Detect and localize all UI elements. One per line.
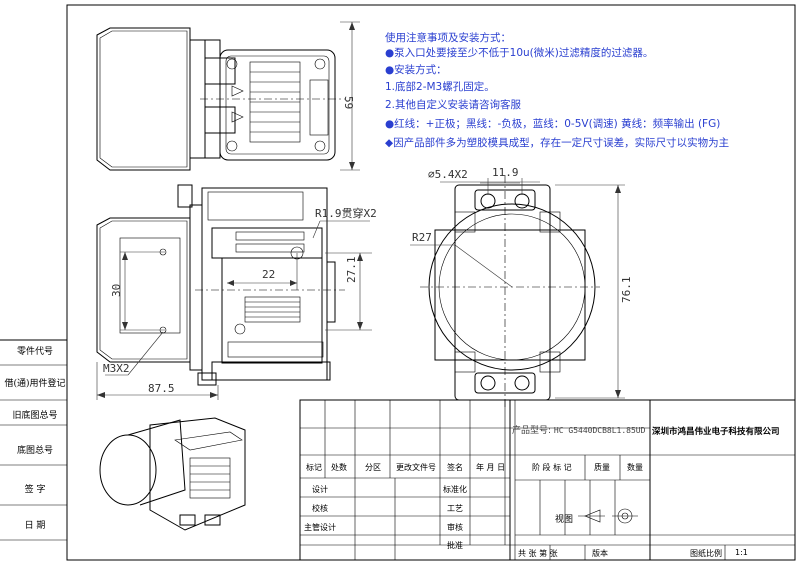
- notes-line-1: ●泵入口处要接至少不低于10u(微米)过滤精度的过滤器。: [385, 47, 654, 59]
- isometric-sketch: [99, 417, 246, 531]
- model-prefix: 产品型号: HC G5440DCB8L1.85UD: [512, 426, 646, 436]
- notes-line-2: ●安装方式：: [385, 64, 447, 76]
- version-label: 版本: [592, 549, 608, 558]
- company-name: 深圳市鸿昌伟业电子科技有限公司: [652, 427, 780, 437]
- side-label-sign: 签 字: [24, 485, 46, 495]
- col-change-doc: 更改文件号: [396, 463, 436, 472]
- dim-len-text: 87.5: [148, 382, 175, 395]
- weight-label: 质量: [594, 463, 610, 472]
- model-number: HC G5440DCB8L1.85UD: [553, 426, 646, 435]
- side-label-old-base: 旧底图总号: [12, 411, 58, 421]
- notes-line-6: ◆因产品部件多为塑胶模具成型，存在一定尺寸误差，实际尺寸以实物为主: [385, 137, 730, 149]
- dim-hole-text: R1.9贯穿X2: [315, 206, 377, 220]
- dim-dia-text: ⌀5.4X2: [428, 168, 468, 181]
- notes-line-4: 2.其他自定义安装请咨询客服: [385, 99, 522, 111]
- notes-title: 使用注意事项及安装方式：: [385, 32, 511, 44]
- notes-line-5: ●红线：+正极；黑线：-负极，蓝线：0-5V(调速) 黄线：频率输出 (FG): [385, 118, 721, 130]
- col-sign: 签名: [447, 463, 463, 472]
- side-label-part-code: 零件代号: [16, 347, 53, 357]
- chief-label: 主管设计: [304, 523, 336, 532]
- col-mark: 标记: [306, 463, 322, 472]
- review-label: 审核: [447, 523, 463, 532]
- dim-761-text: 76.1: [620, 277, 633, 304]
- col-date: 年 月 日: [476, 463, 506, 472]
- col-count: 处数: [331, 463, 347, 472]
- qty-label: 数量: [627, 463, 643, 472]
- dim-27-text: 27.1: [345, 257, 358, 284]
- dim-side-view: [96, 220, 372, 400]
- dim-r27-text: R27: [412, 231, 432, 244]
- craft-label: 工艺: [447, 504, 463, 513]
- pump-front-view: [410, 175, 600, 410]
- check-label: 校核: [312, 504, 328, 513]
- dim-22-text: 22: [262, 268, 275, 281]
- view-label: 视图: [555, 515, 574, 525]
- binding-strip-grid: [0, 364, 67, 541]
- dim-59: [340, 21, 360, 171]
- design-label: 设计: [312, 485, 328, 494]
- pump-top-view: [96, 27, 345, 171]
- scale-value: 1:1: [735, 548, 748, 557]
- pump-side-view: [96, 184, 345, 386]
- notes-line-3: 1.底部2-M3螺孔固定。: [385, 81, 495, 93]
- col-zone: 分区: [365, 463, 381, 472]
- sheets-label: 共 张 第 张: [518, 549, 558, 558]
- dim-front-view: [440, 178, 625, 399]
- stage-label: 阶 段 标 记: [532, 463, 572, 472]
- side-label-base: 底图总号: [16, 446, 53, 456]
- dim-thread-text: M3X2: [103, 362, 130, 375]
- std-label: 标准化: [443, 485, 467, 494]
- dim-59-text: 59: [342, 96, 355, 109]
- dim-30-text: 30: [110, 284, 123, 297]
- side-label-date: 日 期: [24, 521, 46, 531]
- approve-label: 批准: [447, 541, 463, 550]
- side-label-borrow: 借(通)用件登记: [4, 379, 66, 389]
- scale-label: 图纸比例: [690, 549, 722, 558]
- projection-symbol: [578, 508, 638, 524]
- title-block-grid: [299, 399, 796, 561]
- dim-119-text: 11.9: [492, 166, 519, 179]
